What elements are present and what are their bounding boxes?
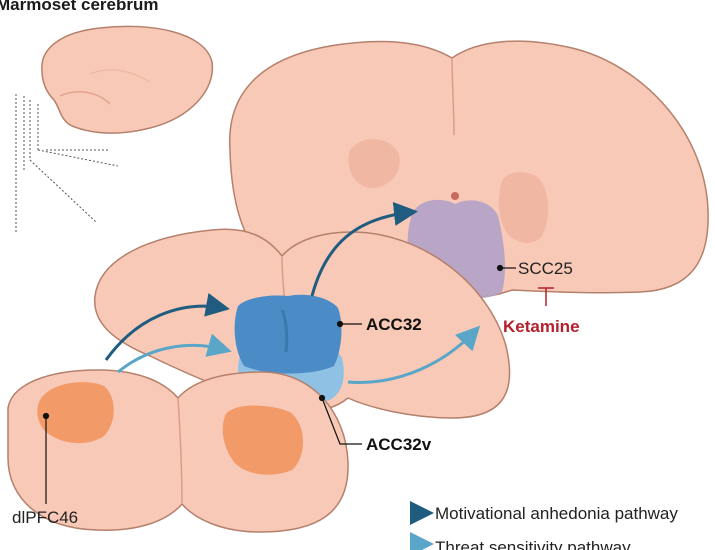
- section-middle: [94, 228, 511, 419]
- section-guide-lines: [15, 94, 119, 232]
- pathway-arrows: [104, 201, 481, 384]
- label-scc25: SCC25: [518, 259, 573, 278]
- leader-lines: [42, 264, 516, 504]
- section-anterior: [7, 369, 349, 533]
- label-dlpfc46: dlPFC46: [12, 508, 78, 527]
- legend-item-threat: Threat sensitivity pathway: [410, 532, 631, 550]
- ketamine-inhibition: [538, 287, 554, 306]
- dlpfc46-region-right: [222, 405, 303, 475]
- label-acc32: ACC32: [366, 315, 422, 334]
- legend-item-motivational: Motivational anhedonia pathway: [410, 501, 678, 525]
- legend-label-motivational: Motivational anhedonia pathway: [435, 504, 678, 523]
- legend: Motivational anhedonia pathway Threat se…: [410, 501, 678, 550]
- diagram-title: Marmoset cerebrum: [0, 0, 159, 14]
- whole-brain: [41, 25, 214, 134]
- dlpfc46-region-left: [37, 382, 114, 444]
- ventricle-marker: [451, 192, 459, 200]
- label-acc32v: ACC32v: [366, 435, 432, 454]
- label-ketamine: Ketamine: [503, 317, 580, 336]
- legend-label-threat: Threat sensitivity pathway: [435, 538, 631, 550]
